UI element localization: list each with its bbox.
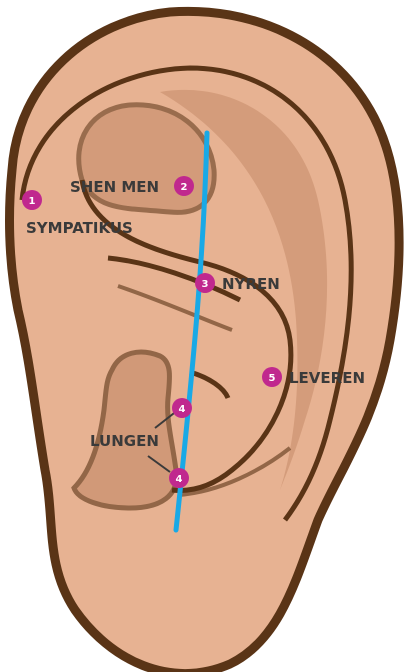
point-4-lower[interactable]: 4 bbox=[169, 468, 189, 488]
point-1-label: SYMPATIKUS bbox=[26, 219, 133, 237]
point-4-upper-number: 4 bbox=[179, 404, 186, 415]
point-5[interactable]: 5 LEVEREN bbox=[262, 367, 365, 387]
point-2-number: 2 bbox=[181, 182, 188, 193]
point-3-label: NYREN bbox=[222, 275, 280, 293]
point-5-label: LEVEREN bbox=[289, 369, 365, 387]
point-1-number: 1 bbox=[29, 196, 36, 207]
point-4-label: LUNGEN bbox=[90, 432, 159, 450]
point-2-label: SHEN MEN bbox=[70, 178, 159, 196]
point-3[interactable]: 3 NYREN bbox=[195, 273, 280, 293]
point-4-lower-number: 4 bbox=[176, 474, 183, 485]
point-5-number: 5 bbox=[269, 373, 276, 384]
point-3-number: 3 bbox=[202, 279, 209, 290]
